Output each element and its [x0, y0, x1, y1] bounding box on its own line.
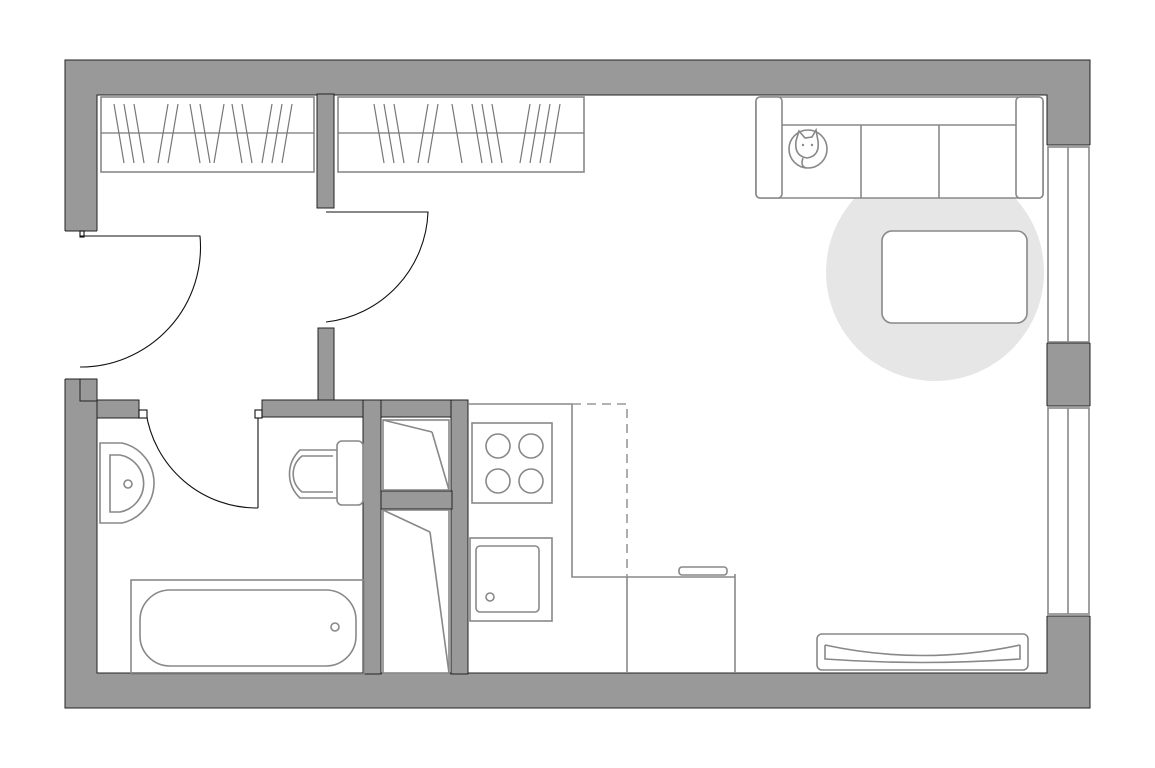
- counter-icon: [468, 403, 736, 673]
- storage-divider: [380, 490, 453, 510]
- bathroom-wall-left: [96, 399, 140, 419]
- room-door: [325, 211, 429, 323]
- entrance-door: [79, 230, 202, 368]
- bathroom-door: [138, 409, 263, 509]
- storage-partition-right: [450, 399, 469, 675]
- wardrobe-icon: [100, 96, 315, 173]
- entrance-opening: [64, 231, 98, 379]
- sofa-icon: [755, 96, 1044, 199]
- stove-icon: [471, 422, 553, 504]
- toilet-icon: [288, 440, 364, 506]
- divider-wall-lower: [317, 327, 335, 403]
- cat-icon: [788, 127, 828, 169]
- kitchen-sink-icon: [469, 537, 553, 622]
- entrance-stub-bottom: [79, 378, 98, 402]
- divider-wall-top: [316, 93, 335, 209]
- coffee-table-icon: [881, 230, 1028, 324]
- storage-door: [382, 509, 450, 674]
- bathtub-icon: [130, 579, 365, 675]
- sink-icon: [99, 442, 155, 524]
- storage-partition-left: [362, 399, 382, 675]
- window-icon: [1047, 146, 1090, 615]
- fridge-outline: [572, 403, 628, 577]
- storage-door: [382, 419, 450, 491]
- tv-icon: [816, 633, 1029, 671]
- wardrobe-icon: [337, 96, 585, 173]
- tv-stand-icon: [678, 566, 728, 576]
